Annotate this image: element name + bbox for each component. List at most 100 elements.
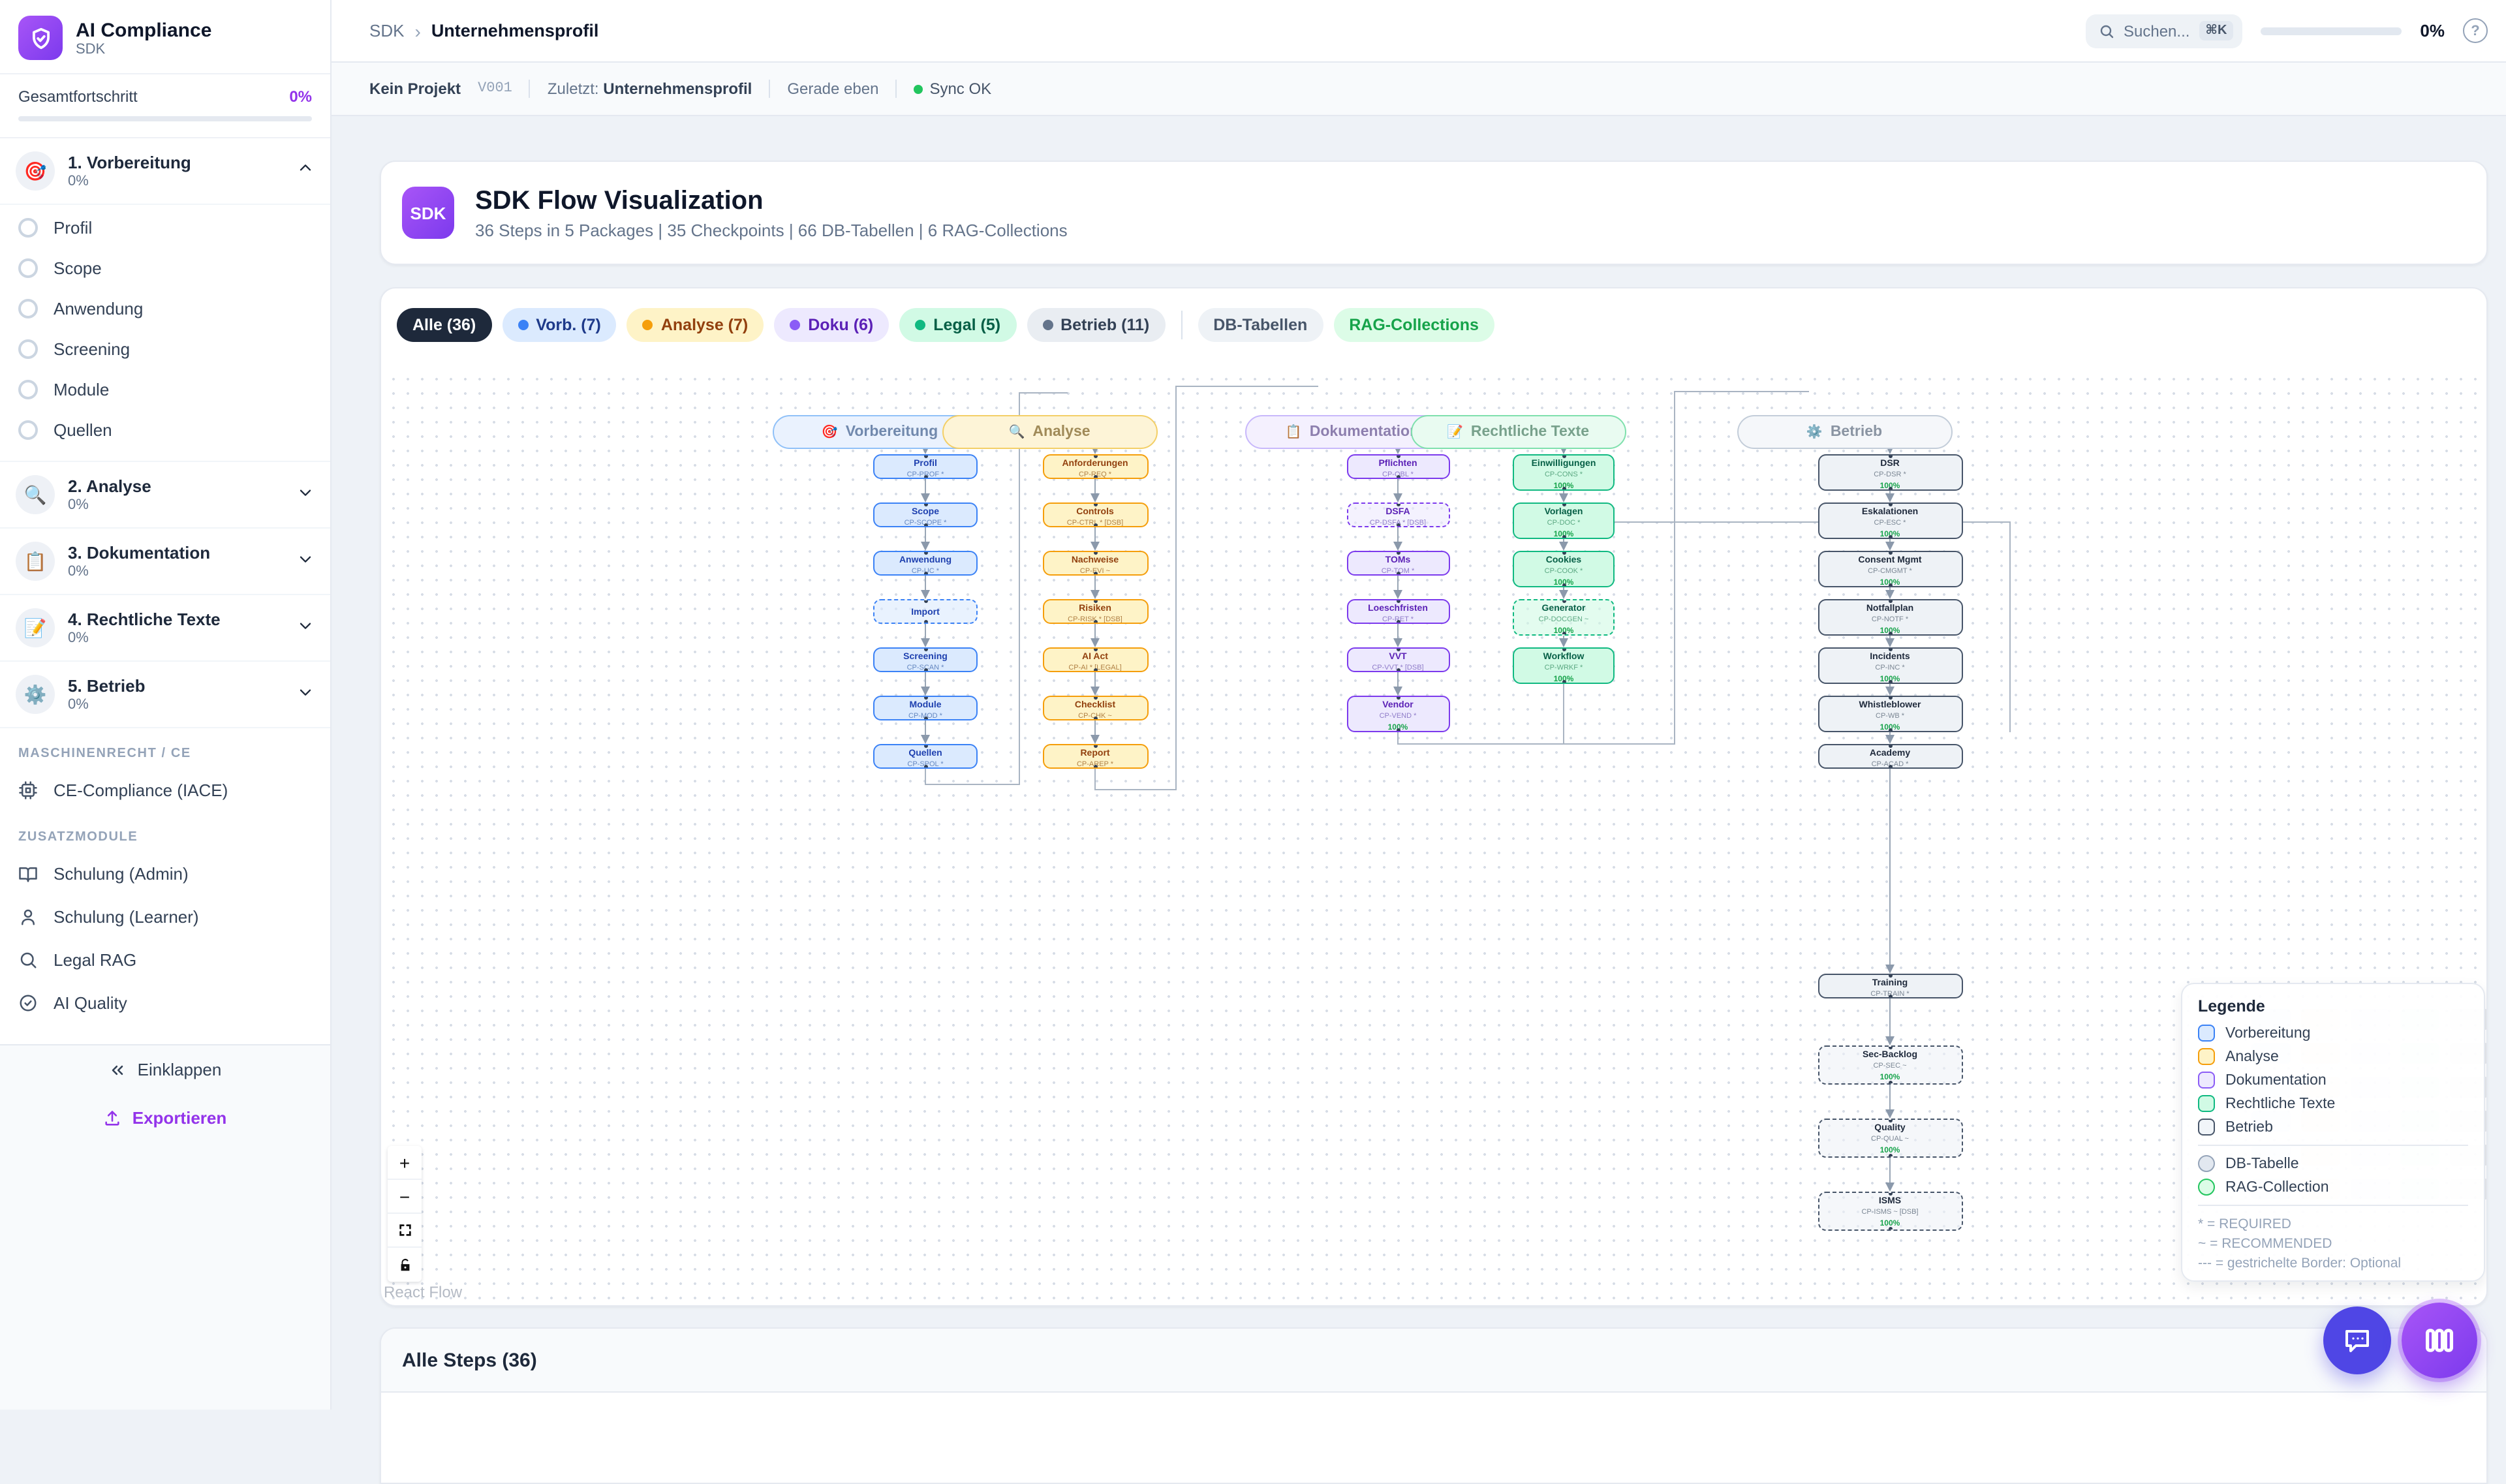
- chip-dot: [915, 320, 926, 330]
- node-title: ISMS: [1878, 1197, 1902, 1206]
- zoom-in-button[interactable]: +: [388, 1146, 422, 1180]
- node-title: Nachweise: [1071, 556, 1119, 565]
- collapse-sidebar-button[interactable]: Einklappen: [0, 1045, 330, 1094]
- node-code: CP-WRKF *: [1544, 664, 1583, 672]
- overall-progress-value: 0%: [289, 87, 312, 106]
- legend-swatch: [2198, 1072, 2215, 1089]
- filter-chip-analyse-7[interactable]: Analyse (7): [626, 308, 764, 342]
- export-button[interactable]: Exportieren: [0, 1094, 330, 1142]
- node-progress-value: 100%: [1553, 628, 1574, 636]
- sidebar-item-ai-quality[interactable]: AI Quality: [0, 982, 330, 1025]
- node-title: Report: [1080, 749, 1110, 758]
- help-icon[interactable]: ?: [2463, 18, 2488, 43]
- sidebar-step-screening[interactable]: Screening: [0, 329, 330, 369]
- sidebar-phase-2-analyse[interactable]: 🔍 2. Analyse 0%: [0, 462, 330, 529]
- sidebar-phase-1-vorbereitung[interactable]: 🎯 1. Vorbereitung 0%: [0, 138, 330, 205]
- legend-shape-swatch: [2198, 1179, 2215, 1196]
- search-button[interactable]: Suchen... ⌘K: [2086, 14, 2243, 48]
- legend-label: Vorbereitung: [2225, 1025, 2311, 1041]
- divider: [895, 80, 897, 98]
- chat-fab-button[interactable]: [2323, 1306, 2391, 1374]
- sidebar-step-quellen[interactable]: Quellen: [0, 410, 330, 450]
- legend-note: ~ = RECOMMENDED: [2198, 1236, 2332, 1252]
- node-title: Consent Mgmt: [1858, 556, 1922, 565]
- sidebar-phase-4-rechtliche-texte[interactable]: 📝 4. Rechtliche Texte 0%: [0, 595, 330, 662]
- filter-chip-legal-5[interactable]: Legal (5): [899, 308, 1017, 342]
- sidebar-item-ce-compliance-iace[interactable]: CE-Compliance (IACE): [0, 769, 330, 812]
- sidebar-step-module[interactable]: Module: [0, 369, 330, 410]
- chip-label: RAG-Collections: [1349, 316, 1479, 334]
- node-code: CP-SCAN *: [906, 664, 944, 672]
- sidebar-item-legal-rag[interactable]: Legal RAG: [0, 938, 330, 982]
- breadcrumb-root[interactable]: SDK: [369, 21, 405, 40]
- sidebar-step-anwendung[interactable]: Anwendung: [0, 288, 330, 329]
- sidebar-step-scope[interactable]: Scope: [0, 248, 330, 288]
- sidebar-item-schulung-learner[interactable]: Schulung (Learner): [0, 895, 330, 938]
- sidebar-phase-3-dokumentation[interactable]: 📋 3. Dokumentation 0%: [0, 529, 330, 595]
- node-title: DSFA: [1385, 508, 1410, 517]
- fit-view-button[interactable]: [388, 1214, 422, 1248]
- package-header-legal[interactable]: 📝Rechtliche Texte: [1410, 415, 1626, 449]
- legend-label: Dokumentation: [2225, 1072, 2327, 1088]
- columns-fab-button[interactable]: [2402, 1303, 2477, 1378]
- phase-emoji-icon: 📋: [16, 542, 55, 581]
- flow-node-import[interactable]: Import: [873, 599, 978, 624]
- node-code: CP-PROF *: [906, 471, 944, 479]
- filter-chip-db-tabellen[interactable]: DB-Tabellen: [1198, 308, 1323, 342]
- app-subtitle: SDK: [76, 41, 106, 57]
- legend-swatch: [2198, 1048, 2215, 1065]
- zoom-out-button[interactable]: −: [388, 1180, 422, 1214]
- last-saved-time: Gerade eben: [787, 80, 879, 98]
- filter-chip-betrieb-11[interactable]: Betrieb (11): [1027, 308, 1166, 342]
- filter-chip-rag-collections[interactable]: RAG-Collections: [1333, 308, 1494, 342]
- sidebar-item-schulung-admin[interactable]: Schulung (Admin): [0, 852, 330, 895]
- package-header-betrieb[interactable]: ⚙️Betrieb: [1737, 415, 1952, 449]
- sidebar-step-profil[interactable]: Profil: [0, 208, 330, 248]
- lock-button[interactable]: [388, 1248, 422, 1282]
- sidebar-phase-5-betrieb[interactable]: ⚙️ 5. Betrieb 0%: [0, 662, 330, 728]
- filter-chip-alle-36[interactable]: Alle (36): [397, 308, 492, 342]
- node-code: CP-VVT * [DSB]: [1372, 664, 1424, 672]
- package-header-analyse[interactable]: 🔍Analyse: [942, 415, 1157, 449]
- filter-chip-doku-6[interactable]: Doku (6): [774, 308, 889, 342]
- reactflow-attribution[interactable]: React Flow: [384, 1283, 463, 1301]
- filter-chip-vorb-7[interactable]: Vorb. (7): [502, 308, 617, 342]
- chip-label: Doku (6): [808, 316, 874, 334]
